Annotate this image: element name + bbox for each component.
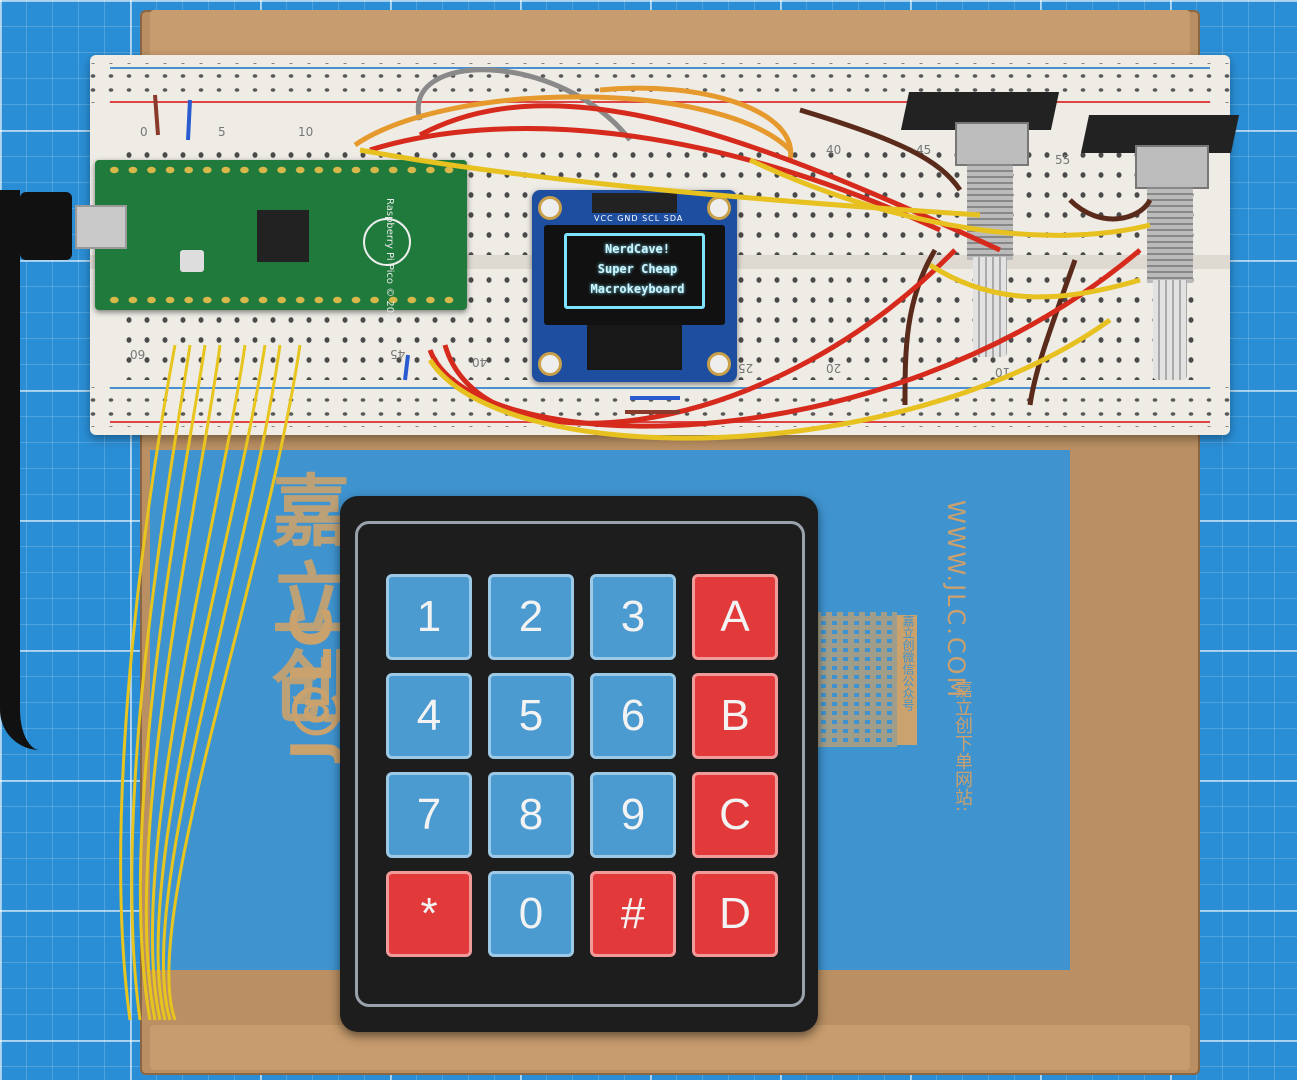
oled-frame: NerdCave! Super Cheap Macrokeyboard <box>564 233 705 309</box>
orange-wire <box>353 94 792 152</box>
col-number: 55 <box>1055 153 1071 167</box>
rp2040-chip <box>257 210 309 262</box>
jumper-link <box>153 94 160 136</box>
keypad-ribbon-wires <box>119 344 302 1021</box>
col-number: 40 <box>826 143 842 157</box>
key-d[interactable]: D <box>692 871 778 957</box>
oled-screen: NerdCave! Super Cheap Macrokeyboard <box>544 225 725 325</box>
key-1[interactable]: 1 <box>386 574 472 660</box>
encoder-body <box>1135 145 1209 189</box>
bootsel-button <box>180 250 204 272</box>
oled-pin-labels: VCC GND SCL SDA <box>594 214 684 223</box>
key-4[interactable]: 4 <box>386 673 472 759</box>
key-3[interactable]: 3 <box>590 574 676 660</box>
pico-pins-bottom <box>105 293 457 307</box>
pico-pins-top <box>105 163 457 177</box>
box-flap-bottom <box>150 1025 1190 1070</box>
key-5[interactable]: 5 <box>488 673 574 759</box>
oled-ribbon <box>587 325 682 370</box>
qr-caption: 嘉立创微信公众号 <box>897 615 917 745</box>
red-wire <box>427 248 1142 429</box>
rail-stripe-red-bottom <box>110 421 1210 423</box>
mount-hole <box>538 196 562 220</box>
qr-code <box>815 612 897 747</box>
rail-stripe-blue <box>110 67 1210 69</box>
oled-line-3: Macrokeyboard <box>590 282 685 296</box>
orange-wire <box>599 85 794 161</box>
rail-stripe-blue-bottom <box>110 387 1210 389</box>
key-6[interactable]: 6 <box>590 673 676 759</box>
jumper-link <box>403 354 410 381</box>
brown-wire <box>902 248 938 406</box>
oled-line-1: NerdCave! <box>604 242 671 256</box>
mount-hole <box>707 352 731 376</box>
jumper-link <box>186 99 192 141</box>
oled-line-2: Super Cheap <box>597 262 678 276</box>
key-star[interactable]: * <box>386 871 472 957</box>
col-number: 5 <box>218 125 226 139</box>
key-c[interactable]: C <box>692 772 778 858</box>
raspberry-logo-icon <box>363 218 411 266</box>
encoder-thread <box>1147 183 1193 283</box>
yellow-wire <box>427 317 1112 441</box>
raspberry-pi-pico: Raspberry Pi Pico © 2020 <box>75 160 467 326</box>
yellow-wire <box>928 262 1141 300</box>
key-a[interactable]: A <box>692 574 778 660</box>
key-hash[interactable]: # <box>590 871 676 957</box>
key-8[interactable]: 8 <box>488 772 574 858</box>
key-2[interactable]: 2 <box>488 574 574 660</box>
sleeve-caption: 嘉立创下单网站: <box>952 680 973 813</box>
key-b[interactable]: B <box>692 673 778 759</box>
oled-display: VCC GND SCL SDA NerdCave! Super Cheap Ma… <box>532 190 737 382</box>
oled-pin-header <box>592 193 677 213</box>
red-wire <box>369 126 942 233</box>
micro-usb-port <box>75 205 127 249</box>
sleeve-url: WWW.JLC.COM <box>942 500 970 700</box>
keypad-border <box>355 521 805 1007</box>
key-9[interactable]: 9 <box>590 772 676 858</box>
red-wire <box>442 248 957 426</box>
power-rail-bottom <box>90 387 1230 427</box>
encoder-shaft <box>1153 280 1187 380</box>
brown-wire <box>1068 198 1153 222</box>
mount-hole <box>538 352 562 376</box>
col-number: 10 <box>298 125 314 139</box>
usb-cable <box>0 190 60 750</box>
red-wire <box>418 103 1002 253</box>
rotary-encoder-2 <box>1080 115 1240 380</box>
key-7[interactable]: 7 <box>386 772 472 858</box>
box-flap-top <box>150 10 1190 60</box>
sleeve-brand: 嘉立创 <box>259 470 350 734</box>
yellow-wire <box>748 157 1151 238</box>
col-number: 0 <box>140 125 148 139</box>
brown-wire <box>799 107 963 192</box>
brown-wire <box>1027 259 1078 406</box>
key-0[interactable]: 0 <box>488 871 574 957</box>
usb-plug <box>20 192 72 260</box>
